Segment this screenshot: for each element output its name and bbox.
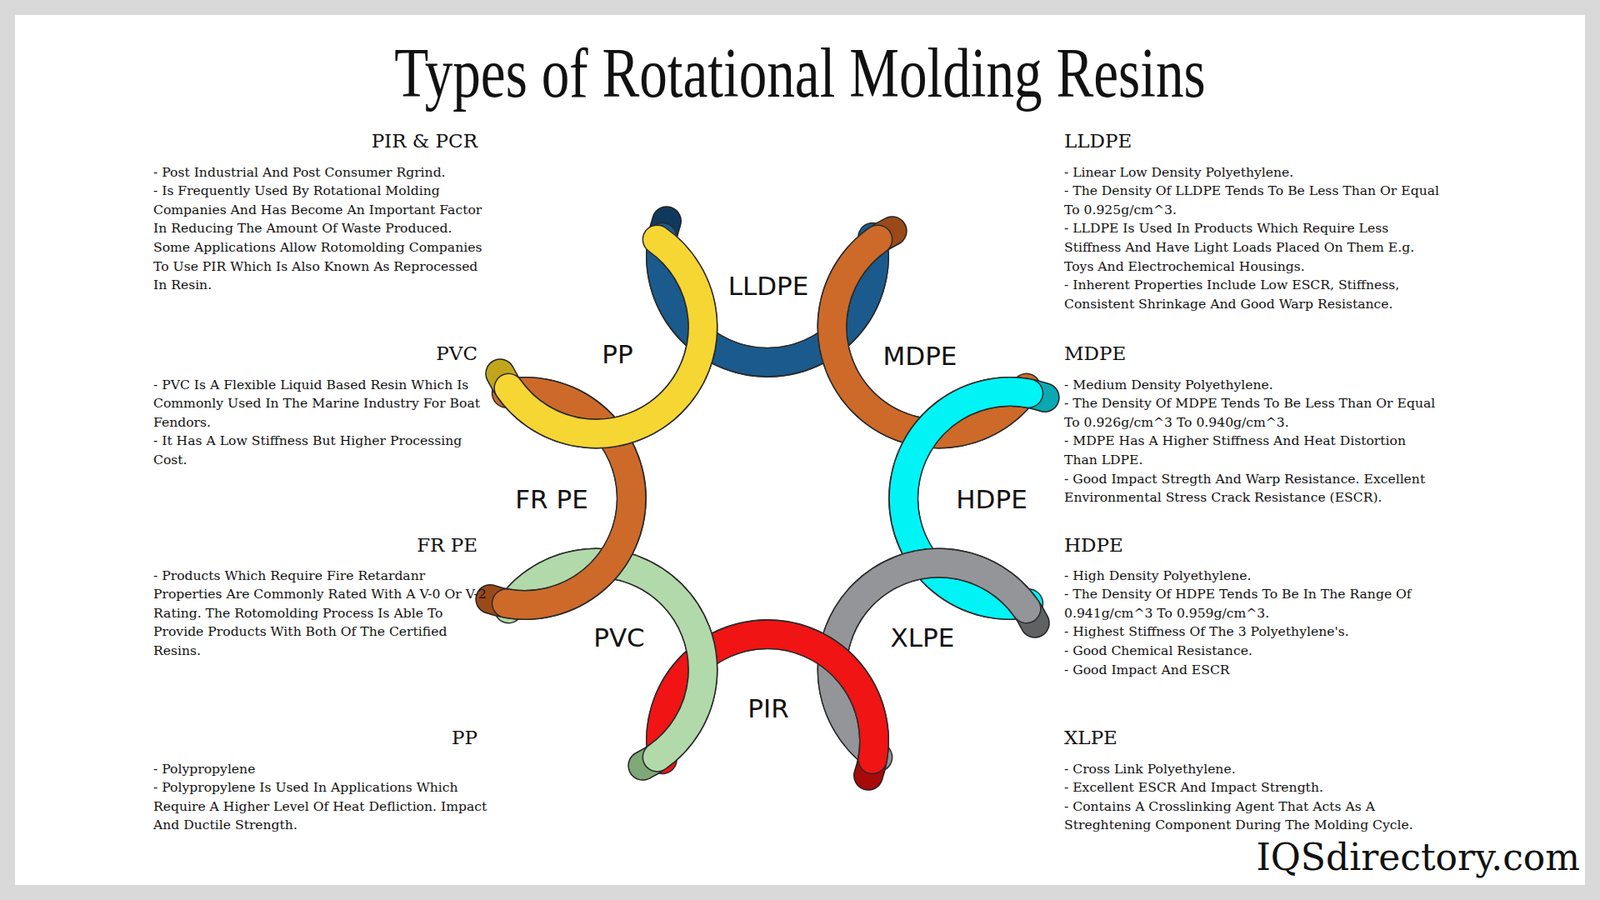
section-bullet: - It Has A Low Stiffness But Higher Proc…: [153, 431, 489, 470]
section-bullet: - Is Frequently Used By Rotational Moldi…: [153, 181, 489, 295]
section-bullet: - High Density Polyethylene.: [1064, 566, 1440, 586]
section-bullet: - Good Impact And ESCR: [1064, 660, 1440, 680]
section-heading: LLDPE: [1064, 128, 1440, 154]
ring-label: PIR: [747, 693, 789, 724]
section-heading: HDPE: [1064, 532, 1440, 558]
section-bullet: - Good Impact Stregth And Warp Resistanc…: [1064, 470, 1440, 508]
section-bullet: - Highest Stiffness Of The 3 Polyethylen…: [1064, 622, 1440, 642]
section-heading: XLPE: [1064, 725, 1440, 750]
diagram-title: Types of Rotational Molding Resins: [160, 31, 1440, 115]
watermark: IQSdirectory.com: [1255, 835, 1580, 880]
ring-label: LLDPE: [728, 270, 810, 301]
section-bullet: - Products Which Require Fire Retardanr …: [153, 566, 489, 661]
section-heading: MDPE: [1064, 340, 1440, 366]
section-bullet: - LLDPE Is Used In Products Which Requir…: [1064, 219, 1440, 276]
section-bullet: - MDPE Has A Higher Stiffness And Heat D…: [1064, 431, 1440, 470]
white-panel: [15, 15, 1585, 885]
section-heading: PP: [153, 725, 478, 750]
section-bullet: - Post Industrial And Post Consumer Rgri…: [153, 163, 489, 183]
ring-label: MDPE: [883, 340, 958, 371]
section-bullet: - The Density Of MDPE Tends To Be Less T…: [1064, 394, 1440, 432]
ring-label: PVC: [593, 622, 645, 653]
ring-label: PP: [601, 339, 633, 370]
section-heading: FR PE: [153, 532, 478, 558]
section-bullet: - Polypropylene Is Used In Applications …: [153, 778, 489, 835]
section-bullet: - Excellent ESCR And Impact Strength.: [1064, 778, 1440, 798]
resin-arc: [508, 239, 703, 434]
section-bullet: - Linear Low Density Polyethylene.: [1064, 163, 1440, 183]
section-bullet: - The Density Of HDPE Tends To Be In The…: [1064, 585, 1440, 623]
section-bullet: - Good Chemical Resistance.: [1064, 641, 1440, 661]
ring-label: XLPE: [890, 622, 955, 653]
ring-label: FR PE: [515, 484, 589, 515]
ring-label: HDPE: [955, 484, 1027, 515]
section-bullet: - PVC Is A Flexible Liquid Based Resin W…: [153, 375, 489, 433]
section-bullet: - Contains A Crosslinking Agent That Act…: [1064, 797, 1440, 835]
section-heading: PVC: [153, 340, 478, 366]
section-heading: PIR & PCR: [153, 128, 478, 154]
section-bullet: - Inherent Properties Include Low ESCR, …: [1064, 275, 1440, 314]
section-bullet: - Cross Link Polyethylene.: [1064, 760, 1440, 780]
section-bullet: - Medium Density Polyethylene.: [1064, 375, 1440, 395]
section-bullet: - The Density Of LLDPE Tends To Be Less …: [1064, 181, 1440, 220]
section-bullet: - Polypropylene: [153, 760, 489, 780]
arc-outline: [508, 239, 703, 434]
